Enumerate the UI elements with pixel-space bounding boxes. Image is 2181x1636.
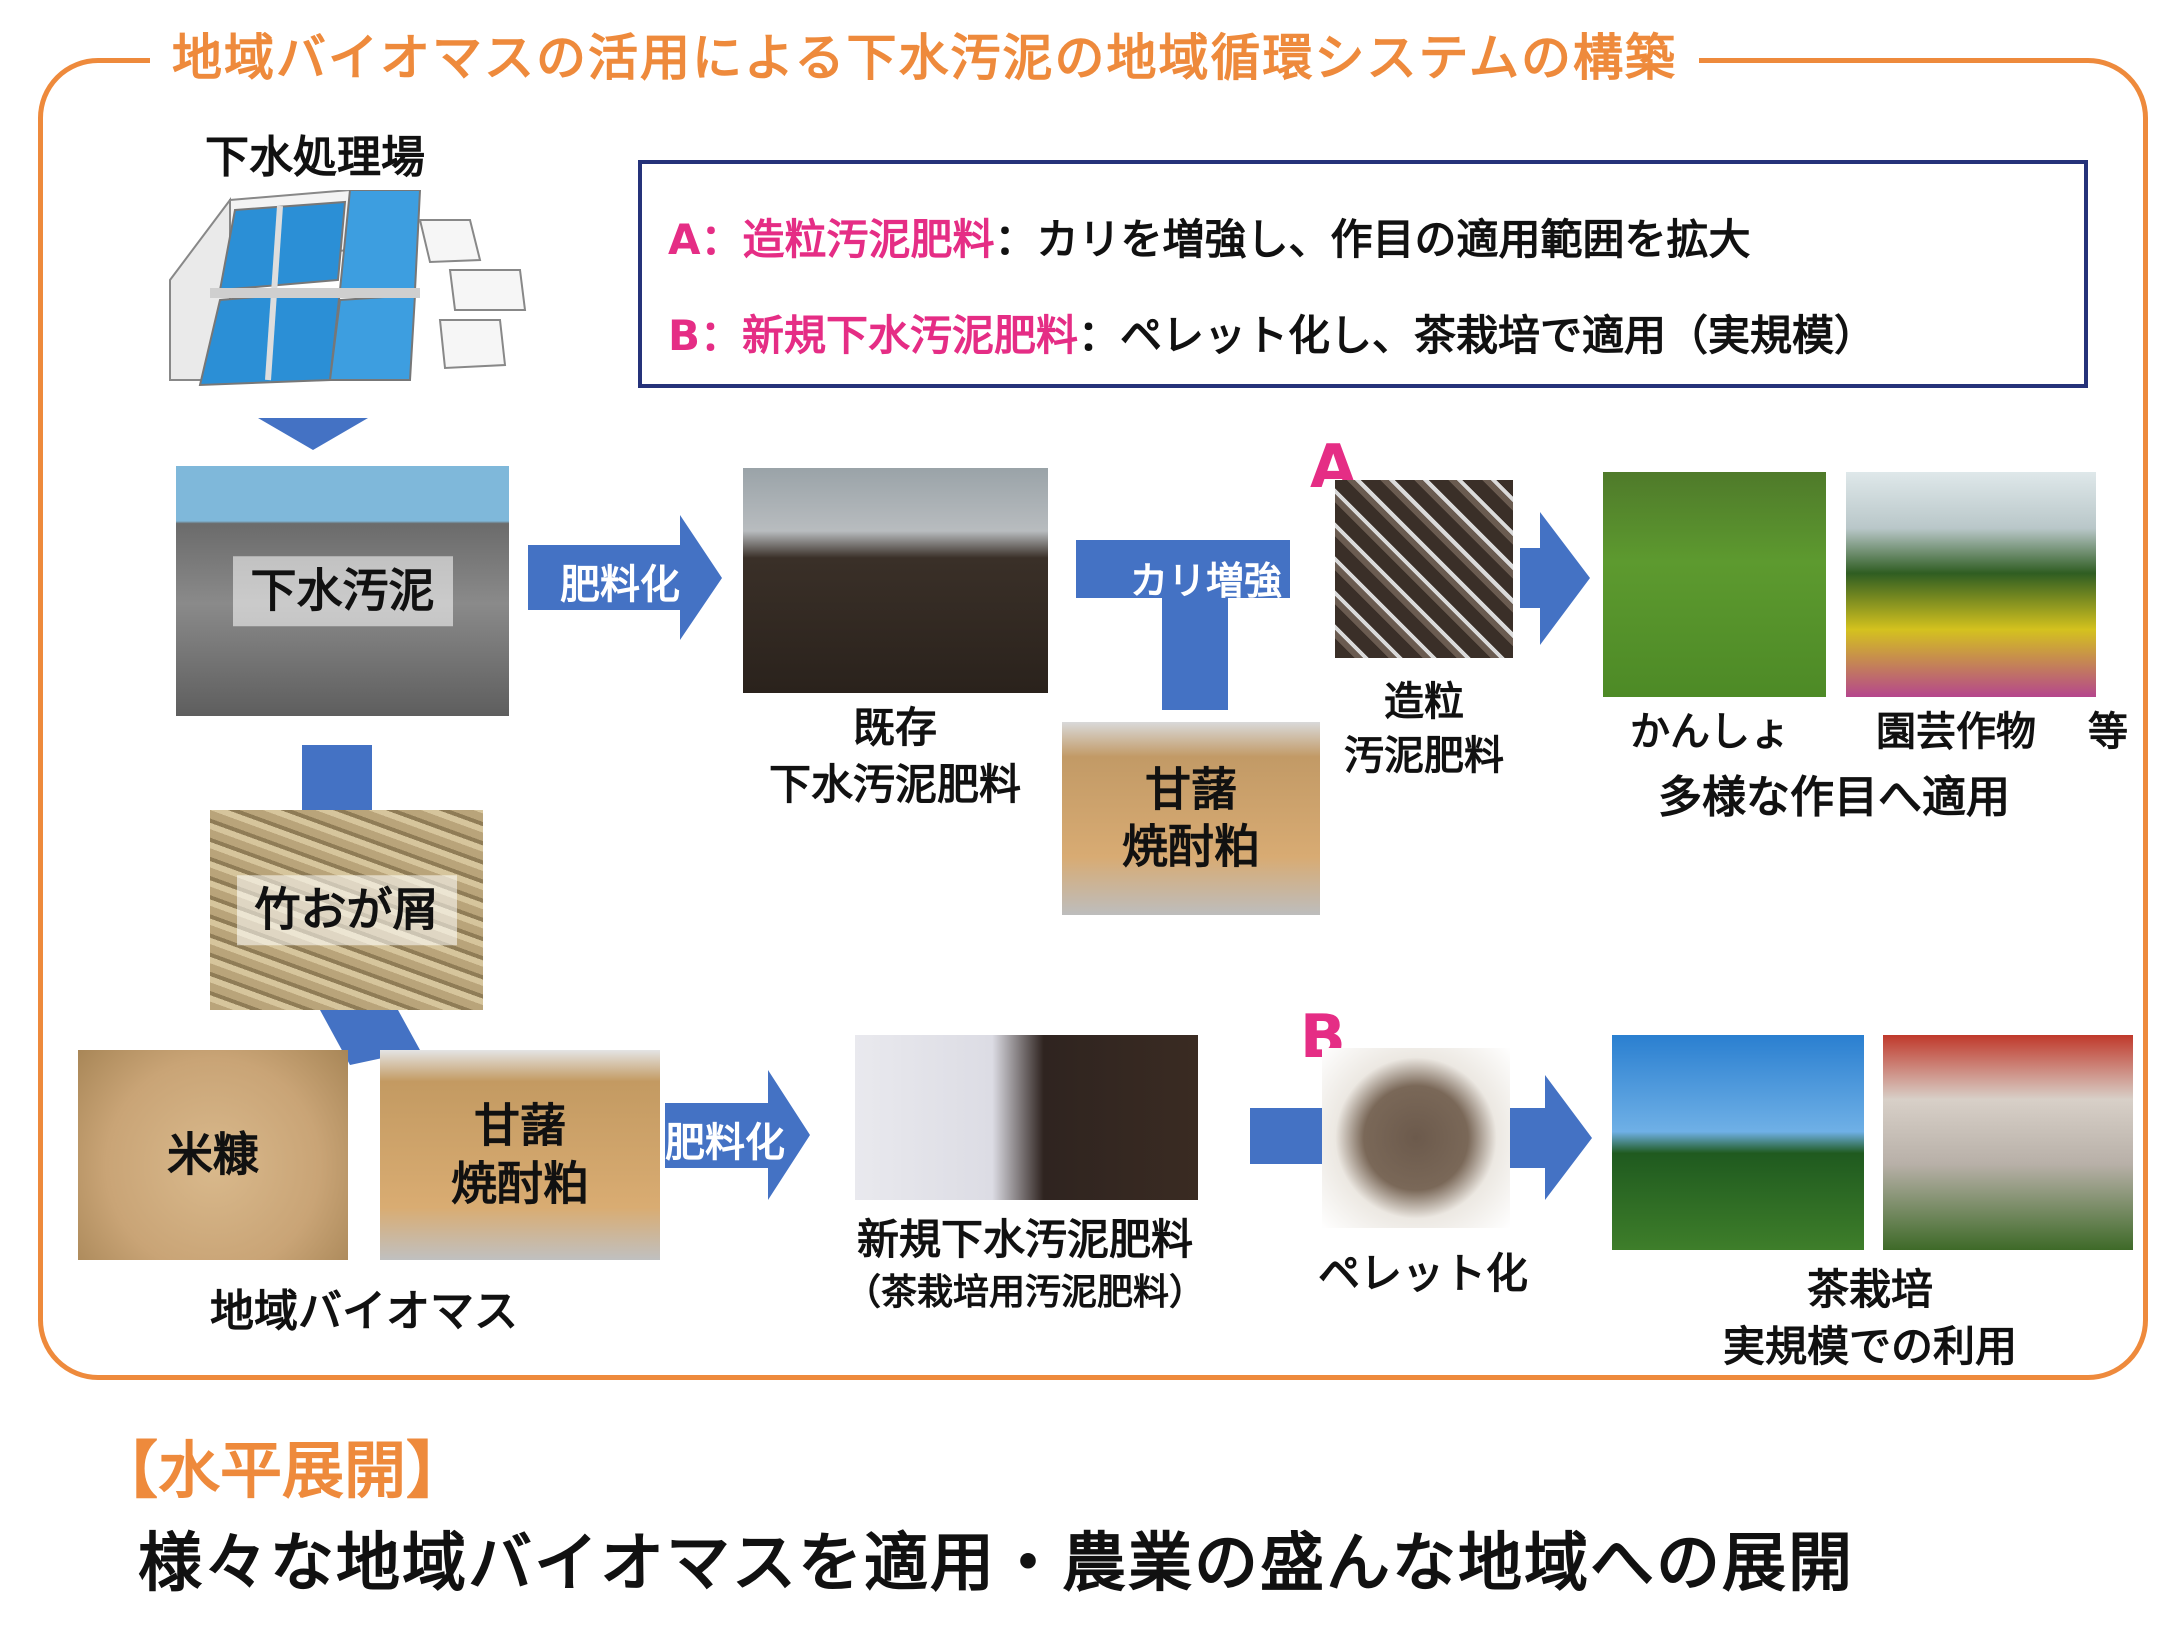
- sludge-label: 下水汚泥: [232, 556, 453, 626]
- shochu-lees-photo-1: 甘藷 焼酎粕: [1062, 722, 1320, 915]
- existing-line2: 下水汚泥肥料: [768, 759, 1021, 809]
- granular-to-crops-arrow: [1520, 512, 1590, 645]
- tea-caption: 茶栽培 実規模での利用: [1690, 1262, 2050, 1375]
- shochu-lees-photo-2: 甘藷 焼酎粕: [380, 1050, 660, 1260]
- fertilize-label-2: 肥料化: [665, 1120, 785, 1166]
- granular-caption: 造粒 汚泥肥料: [1330, 675, 1518, 783]
- fertilize-arrow-2: [665, 1070, 810, 1200]
- legend-b: B：新規下水汚泥肥料：ペレット化し、茶栽培で適用（実規模）: [668, 302, 1876, 363]
- legend-a-desc: ：カリを増強し、作目の適用範囲を拡大: [994, 215, 1751, 264]
- shochu2-line1: 甘藷: [474, 1098, 566, 1153]
- sludge-photo: 下水汚泥: [176, 466, 509, 716]
- legend-a-prefix: A：: [668, 215, 743, 264]
- tea-harvester-photo: [1883, 1035, 2133, 1250]
- tea-line2: 実規模での利用: [1722, 1321, 2017, 1371]
- crops-caption: 多様な作目へ適用: [1658, 772, 2010, 823]
- legend-box: A：造粒汚泥肥料：カリを増強し、作目の適用範囲を拡大 B：新規下水汚泥肥料：ペレ…: [638, 160, 2088, 388]
- granular-fertilizer-photo: [1335, 480, 1513, 658]
- new-fertilizer-caption: 新規下水汚泥肥料 （茶栽培用汚泥肥料）: [820, 1212, 1230, 1317]
- existing-line1: 既存: [852, 703, 937, 752]
- bamboo-label: 竹おが屑: [236, 875, 457, 945]
- legend-a: A：造粒汚泥肥料：カリを増強し、作目の適用範囲を拡大: [668, 206, 1751, 267]
- plant-label: 下水処理場: [205, 132, 425, 183]
- ricebran-label: 米糠: [167, 1127, 259, 1182]
- legend-a-name: 造粒汚泥肥料: [742, 215, 995, 264]
- rice-bran-photo: 米糠: [78, 1050, 348, 1260]
- pellet-to-tea-arrow: [1510, 1075, 1592, 1200]
- footer-heading: 【水平展開】: [96, 1434, 469, 1507]
- biomass-caption: 地域バイオマス: [210, 1286, 518, 1337]
- diagram-title: 地域バイオマスの活用による下水汚泥の地域循環システムの構築: [150, 18, 1699, 90]
- pellet-entry-bar: [1250, 1108, 1322, 1164]
- sludge-to-bamboo-connector: [302, 745, 372, 815]
- sweet-potato-photo: [1603, 472, 1826, 697]
- fertilize-arrow-1: [528, 515, 722, 640]
- potash-connector: [1076, 540, 1290, 710]
- existing-fertilizer-photo: [743, 468, 1048, 693]
- sewage-plant-illustration: [169, 190, 527, 387]
- horticulture-photo: [1846, 472, 2096, 697]
- shochu2-line2: 焼酎粕: [451, 1156, 589, 1210]
- tea-field-photo: [1612, 1035, 1864, 1250]
- granular-line1: 造粒: [1384, 679, 1464, 725]
- granular-line2: 汚泥肥料: [1344, 733, 1504, 779]
- crop2-label: 園芸作物: [1876, 709, 2036, 755]
- plant-down-arrow: [258, 418, 368, 450]
- legend-b-name: 新規下水汚泥肥料: [742, 311, 1079, 360]
- existing-fertilizer-caption: 既存 下水汚泥肥料: [740, 700, 1050, 813]
- tea-line1: 茶栽培: [1806, 1265, 1933, 1314]
- legend-b-desc: ：ペレット化し、茶栽培で適用（実規模）: [1078, 311, 1877, 360]
- new-fert-line1: 新規下水汚泥肥料: [856, 1215, 1193, 1264]
- crop-etc-label: 等: [2088, 709, 2128, 755]
- new-fertilizer-photo: [855, 1035, 1198, 1200]
- fertilize-label-1: 肥料化: [560, 562, 680, 608]
- legend-b-prefix: B：: [668, 311, 743, 360]
- pellet-photo: [1322, 1048, 1510, 1228]
- shochu-line2: 焼酎粕: [1122, 819, 1260, 874]
- potash-label: カリ増強: [1130, 559, 1283, 603]
- shochu-line1: 甘藷: [1145, 762, 1237, 816]
- bamboo-sawdust-photo: 竹おが屑: [210, 810, 483, 1010]
- pellet-caption: ペレット化: [1318, 1249, 1529, 1298]
- crop1-label: かんしょ: [1630, 709, 1790, 755]
- new-fert-line2: （茶栽培用汚泥肥料）: [844, 1271, 1205, 1313]
- footer-text: 様々な地域バイオマスを適用・農業の盛んな地域への展開: [138, 1527, 1854, 1601]
